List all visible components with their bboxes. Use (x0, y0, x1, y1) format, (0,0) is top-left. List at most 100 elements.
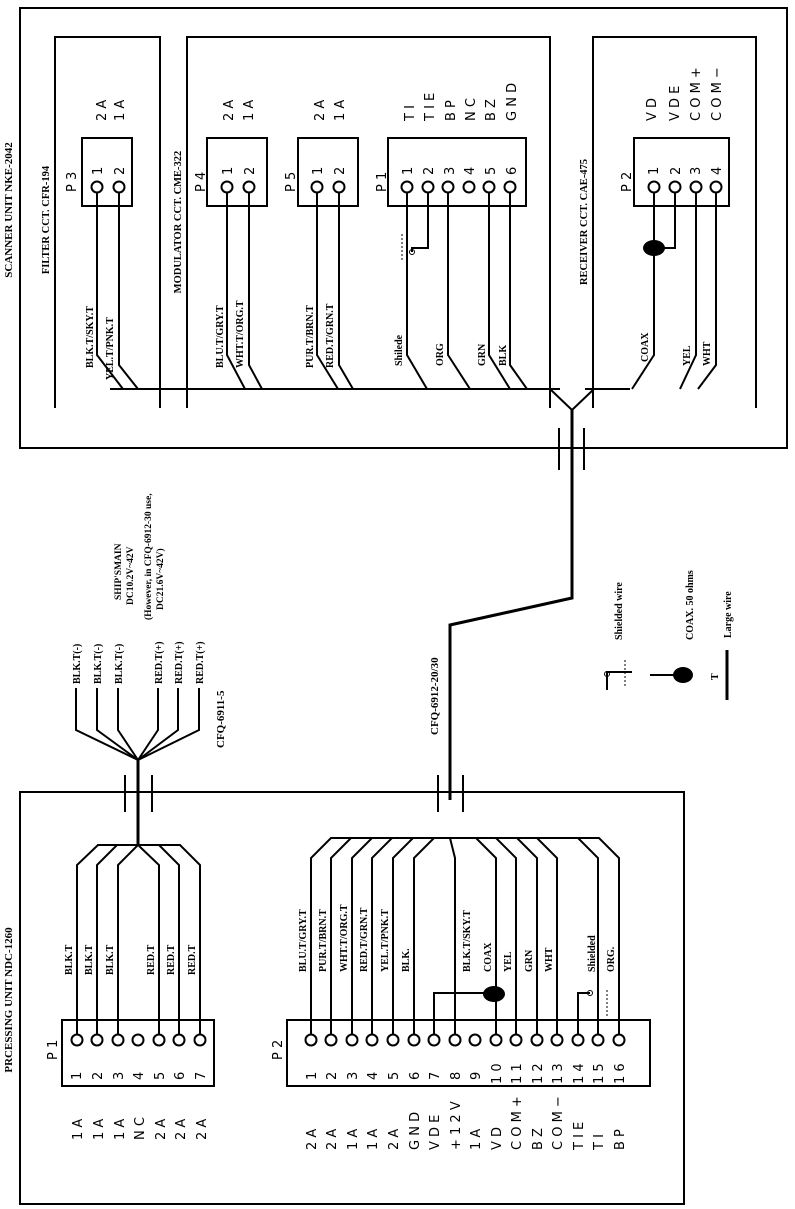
proc-p2-terminal-5 (386, 1033, 400, 1047)
rec-p2-wire-label-wht: WHT (702, 341, 713, 366)
p4-wire-2 (248, 193, 263, 390)
p5-pin-1: 1 (311, 167, 326, 175)
proc-p2-pin-8: 8 (449, 1072, 464, 1080)
p3-wire-label-2: YEL.T/PNK.T (105, 317, 116, 380)
rec-p2-terminal-3 (689, 180, 703, 194)
rec-p2-wire-4 (697, 193, 717, 390)
p3-signal-1: 2 A (95, 100, 110, 121)
p3-label: P 3 (65, 172, 80, 192)
proc-p2-wire-label-coax: COAX (483, 942, 494, 972)
power-note-1: SHIP'SMAIN (114, 543, 124, 600)
proc-p1-pin-7: 7 (194, 1072, 209, 1080)
p4-wire-label-1: BLU.T/GRY.T (215, 305, 226, 368)
p3-terminal-2 (112, 180, 126, 194)
rec-p2-label: P 2 (620, 172, 635, 192)
proc-p1-signal-6: 2 A (174, 1119, 189, 1140)
modulator-circuit-title: MODULATOR CCT. CME-322 (173, 151, 184, 294)
proc-p1-connector (61, 1019, 215, 1087)
p5-terminal-1 (310, 180, 324, 194)
rec-p2-signal-3: C O M + (689, 67, 704, 121)
proc-p2-wire-label-4: RED.T/GRN.T (359, 907, 370, 972)
proc-p2-wire-label-3: WHT.T/ORG.T (339, 904, 350, 972)
proc-p2-signal-10: V D (490, 1127, 505, 1150)
proc-p2-wire-label-2: PUR.T/BRN.T (318, 909, 329, 972)
proc-p2-signal-13: C O M − (551, 1096, 566, 1150)
mod-p1-signal-2: T I E (423, 93, 438, 122)
proc-p1-terminal-2 (90, 1033, 104, 1047)
proc-p1-wire-7 (138, 844, 201, 1034)
proc-p1-signal-2: 1 A (92, 1119, 107, 1140)
proc-p2-terminal-15 (591, 1033, 605, 1047)
mod-p1-pin-1: 1 (401, 167, 416, 175)
proc-p2-terminal-9 (468, 1033, 482, 1047)
proc-p2-pin-4: 4 (366, 1072, 381, 1080)
proc-p2-wire-label-1: BLU.T/GRY.T (298, 909, 309, 972)
proc-p2-shield-tap (577, 992, 590, 1034)
power-wire-label-4: RED.T(+) (154, 641, 165, 684)
modulator-circuit: MODULATOR CCT. CME-322 P 4 1 2 2 A 1 A B… (173, 36, 551, 408)
proc-p2-pin-14: 1 4 (572, 1063, 587, 1084)
power-cable-label: CFQ-6911-5 (215, 690, 227, 748)
proc-p1-pin-1: 1 (70, 1072, 85, 1080)
power-wire-label-3: BLK.T(-) (114, 644, 125, 684)
proc-p1-terminal-4 (131, 1033, 145, 1047)
mod-p1-terminal-5 (482, 180, 496, 194)
proc-p2-terminal-6 (407, 1033, 421, 1047)
proc-p2-signal-5: 2 A (387, 1129, 402, 1150)
proc-p2-pin-5: 5 (387, 1072, 402, 1080)
mod-p1-shield-dot (409, 249, 415, 255)
proc-p2-shield-dot (587, 990, 593, 996)
proc-p1-wire-2 (96, 844, 138, 1034)
power-note-4: DC21.6V~42V) (155, 548, 166, 610)
proc-p2-wire-11 (450, 837, 517, 1034)
mod-p1-wire-3 (447, 193, 471, 390)
p5-signal-1: 2 A (313, 100, 328, 121)
power-wire-label-5: RED.T(+) (174, 641, 185, 684)
mod-p1-connector (387, 137, 527, 207)
proc-p2-pin-16: 1 6 (613, 1063, 628, 1084)
p3-wire-2 (118, 193, 139, 390)
proc-p2-terminal-16 (612, 1033, 626, 1047)
proc-p2-pin-13: 1 3 (551, 1063, 566, 1084)
proc-p1: P 1 1 2 3 4 5 6 7 1 A 1 A 1 A N C 2 A 2 … (46, 844, 215, 1140)
rec-p2-wire-label-yel: YEL (682, 345, 693, 366)
rec-p2-pin-4: 4 (710, 167, 725, 175)
proc-p1-terminal-5 (152, 1033, 166, 1047)
proc-p1-signal-7: 2 A (195, 1119, 210, 1140)
proc-p1-signal-5: 2 A (154, 1119, 169, 1140)
p5-signal-2: 1 A (333, 100, 348, 121)
proc-p2-terminal-4 (365, 1033, 379, 1047)
filter-circuit-title: FILTER CCT. CFR-194 (41, 165, 52, 274)
mod-p1-wire-5 (488, 193, 511, 390)
legend: Shielded wire COAX. 50 ohms T Large wire (604, 570, 734, 700)
processing-unit: PRCESSING UNIT NDC-1260 P 1 1 2 3 4 5 6 … (3, 775, 685, 1205)
mod-p1-shield-wire (406, 193, 428, 390)
mod-p1-label: P 1 (375, 172, 390, 192)
proc-p1-wire-label-1: BLK.T (64, 944, 75, 975)
proc-p2-signal-15: T I (592, 1134, 607, 1151)
processing-unit-frame (19, 791, 685, 1205)
proc-p2-pin-9: 9 (469, 1072, 484, 1080)
power-wire-4 (137, 688, 159, 761)
proc-p1-terminal-1 (70, 1033, 84, 1047)
proc-p1-wire-label-7: RED.T (187, 944, 198, 975)
proc-p2-signal-11: C O M + (510, 1096, 525, 1150)
proc-p2-terminal-3 (345, 1033, 359, 1047)
scanner-unit-frame (19, 7, 788, 449)
rec-p2-terminal-4 (709, 180, 723, 194)
power-wire-label-2: BLK.T(-) (93, 644, 104, 684)
proc-p2-terminal-2 (324, 1033, 338, 1047)
mod-p1-pin-4: 4 (463, 167, 478, 175)
main-cable-run (448, 455, 574, 800)
proc-p1-pin-4: 4 (132, 1072, 147, 1080)
mod-p1-wire-6 (509, 193, 528, 390)
rec-p2-wire-3 (679, 193, 697, 390)
mod-p1-signal-3: B P (444, 100, 459, 121)
mod-p1-pin-2: 2 (422, 167, 437, 175)
proc-p2-wire-label-grn: GRN (524, 949, 535, 972)
p4-wire-1 (226, 193, 246, 390)
proc-p2-signal-8: + 1 2 V (449, 1101, 464, 1150)
proc-p2-terminal-8 (448, 1033, 462, 1047)
rec-p2-signal-4: C O M − (710, 67, 725, 121)
